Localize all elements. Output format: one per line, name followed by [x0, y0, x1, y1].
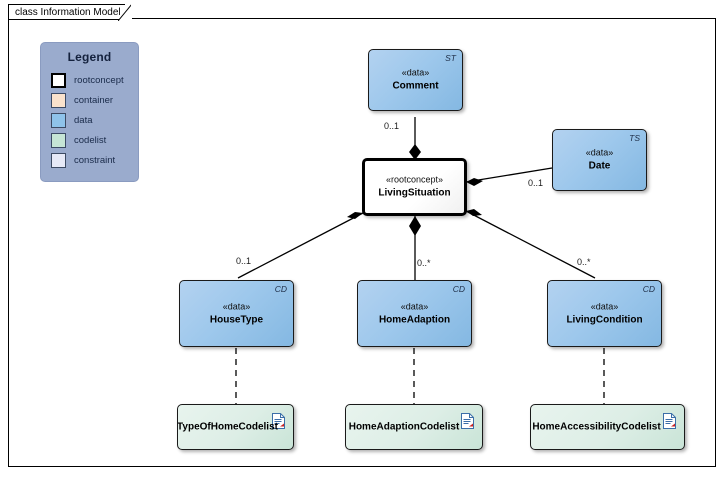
diagram-frame-label: class Information Model: [8, 4, 125, 20]
class-node-housetype[interactable]: CD «data» HouseType: [179, 280, 294, 347]
legend-label-rootconcept: rootconcept: [74, 74, 124, 86]
class-node-typeofhomecodelist[interactable]: TypeOfHomeCodelist: [177, 404, 294, 450]
document-icon: [461, 413, 474, 429]
multiplicity-livingsituation-comment: 0..1: [384, 121, 400, 131]
class-name-homeadaption: HomeAdaption: [378, 314, 451, 325]
class-name-date: Date: [588, 160, 611, 172]
class-name-livingcondition: LivingCondition: [566, 314, 643, 325]
class-node-livingsituation[interactable]: «rootconcept» LivingSituation: [362, 158, 467, 216]
class-name-typeofhomecodelist: TypeOfHomeCodelist: [177, 421, 278, 433]
legend-swatch-data: [51, 112, 66, 128]
class-stereotype-housetype: «data»: [222, 301, 251, 311]
class-stereotype-comment: «data»: [401, 67, 430, 78]
document-icon: [272, 413, 285, 429]
multiplicity-livingsituation-date: 0..1: [528, 178, 544, 188]
class-stereotype-homeadaption: «data»: [400, 301, 429, 311]
class-stereotype-livingsituation: «rootconcept»: [385, 174, 444, 185]
legend-label-constraint: constraint: [74, 154, 116, 166]
legend-swatch-container: [51, 92, 66, 108]
class-corner-tag-date: TS: [629, 133, 640, 143]
multiplicity-livingsituation-homeadaption: 0..*: [417, 258, 431, 268]
class-corner-tag-comment: ST: [445, 53, 456, 63]
legend-title: Legend: [67, 50, 112, 64]
legend-item-container: container: [51, 90, 138, 110]
legend-item-list: rootconcept container data codelist cons…: [41, 70, 138, 170]
legend-label-codelist: codelist: [74, 134, 107, 146]
class-name-comment: Comment: [392, 80, 439, 92]
legend-item-constraint: constraint: [51, 150, 138, 170]
class-corner-tag-livingcondition: CD: [642, 284, 655, 294]
legend-item-rootconcept: rootconcept: [51, 70, 138, 90]
legend-swatch-rootconcept: [51, 72, 66, 88]
multiplicity-livingsituation-housetype: 0..1: [236, 256, 252, 266]
legend-swatch-codelist: [51, 132, 66, 148]
frame-tab-corner-icon: [118, 4, 132, 21]
class-name-homeaccessibilitycodelist: HomeAccessibilityCodelist: [532, 421, 661, 433]
document-icon: [663, 413, 676, 429]
legend-swatch-constraint: [51, 152, 66, 168]
class-node-comment[interactable]: ST «data» Comment: [368, 49, 463, 111]
class-name-housetype: HouseType: [209, 314, 264, 325]
class-corner-tag-homeadaption: CD: [452, 284, 465, 294]
class-corner-tag-housetype: CD: [274, 284, 287, 294]
legend-label-data: data: [74, 114, 93, 126]
legend-item-codelist: codelist: [51, 130, 138, 150]
class-node-homeadaptioncodelist[interactable]: HomeAdaptionCodelist: [345, 404, 483, 450]
class-node-homeaccessibilitycodelist[interactable]: HomeAccessibilityCodelist: [530, 404, 685, 450]
multiplicity-livingsituation-livingcondition: 0..*: [577, 257, 591, 267]
class-stereotype-date: «data»: [585, 147, 614, 158]
class-node-homeadaption[interactable]: CD «data» HomeAdaption: [357, 280, 472, 347]
class-node-date[interactable]: TS «data» Date: [552, 129, 647, 191]
legend-item-data: data: [51, 110, 138, 130]
class-node-livingcondition[interactable]: CD «data» LivingCondition: [547, 280, 662, 347]
legend-panel: Legend rootconcept container data codeli…: [40, 42, 139, 182]
legend-label-container: container: [74, 94, 114, 106]
class-name-homeadaptioncodelist: HomeAdaptionCodelist: [348, 421, 460, 433]
class-name-livingsituation: LivingSituation: [378, 187, 451, 199]
class-stereotype-livingcondition: «data»: [590, 301, 619, 311]
